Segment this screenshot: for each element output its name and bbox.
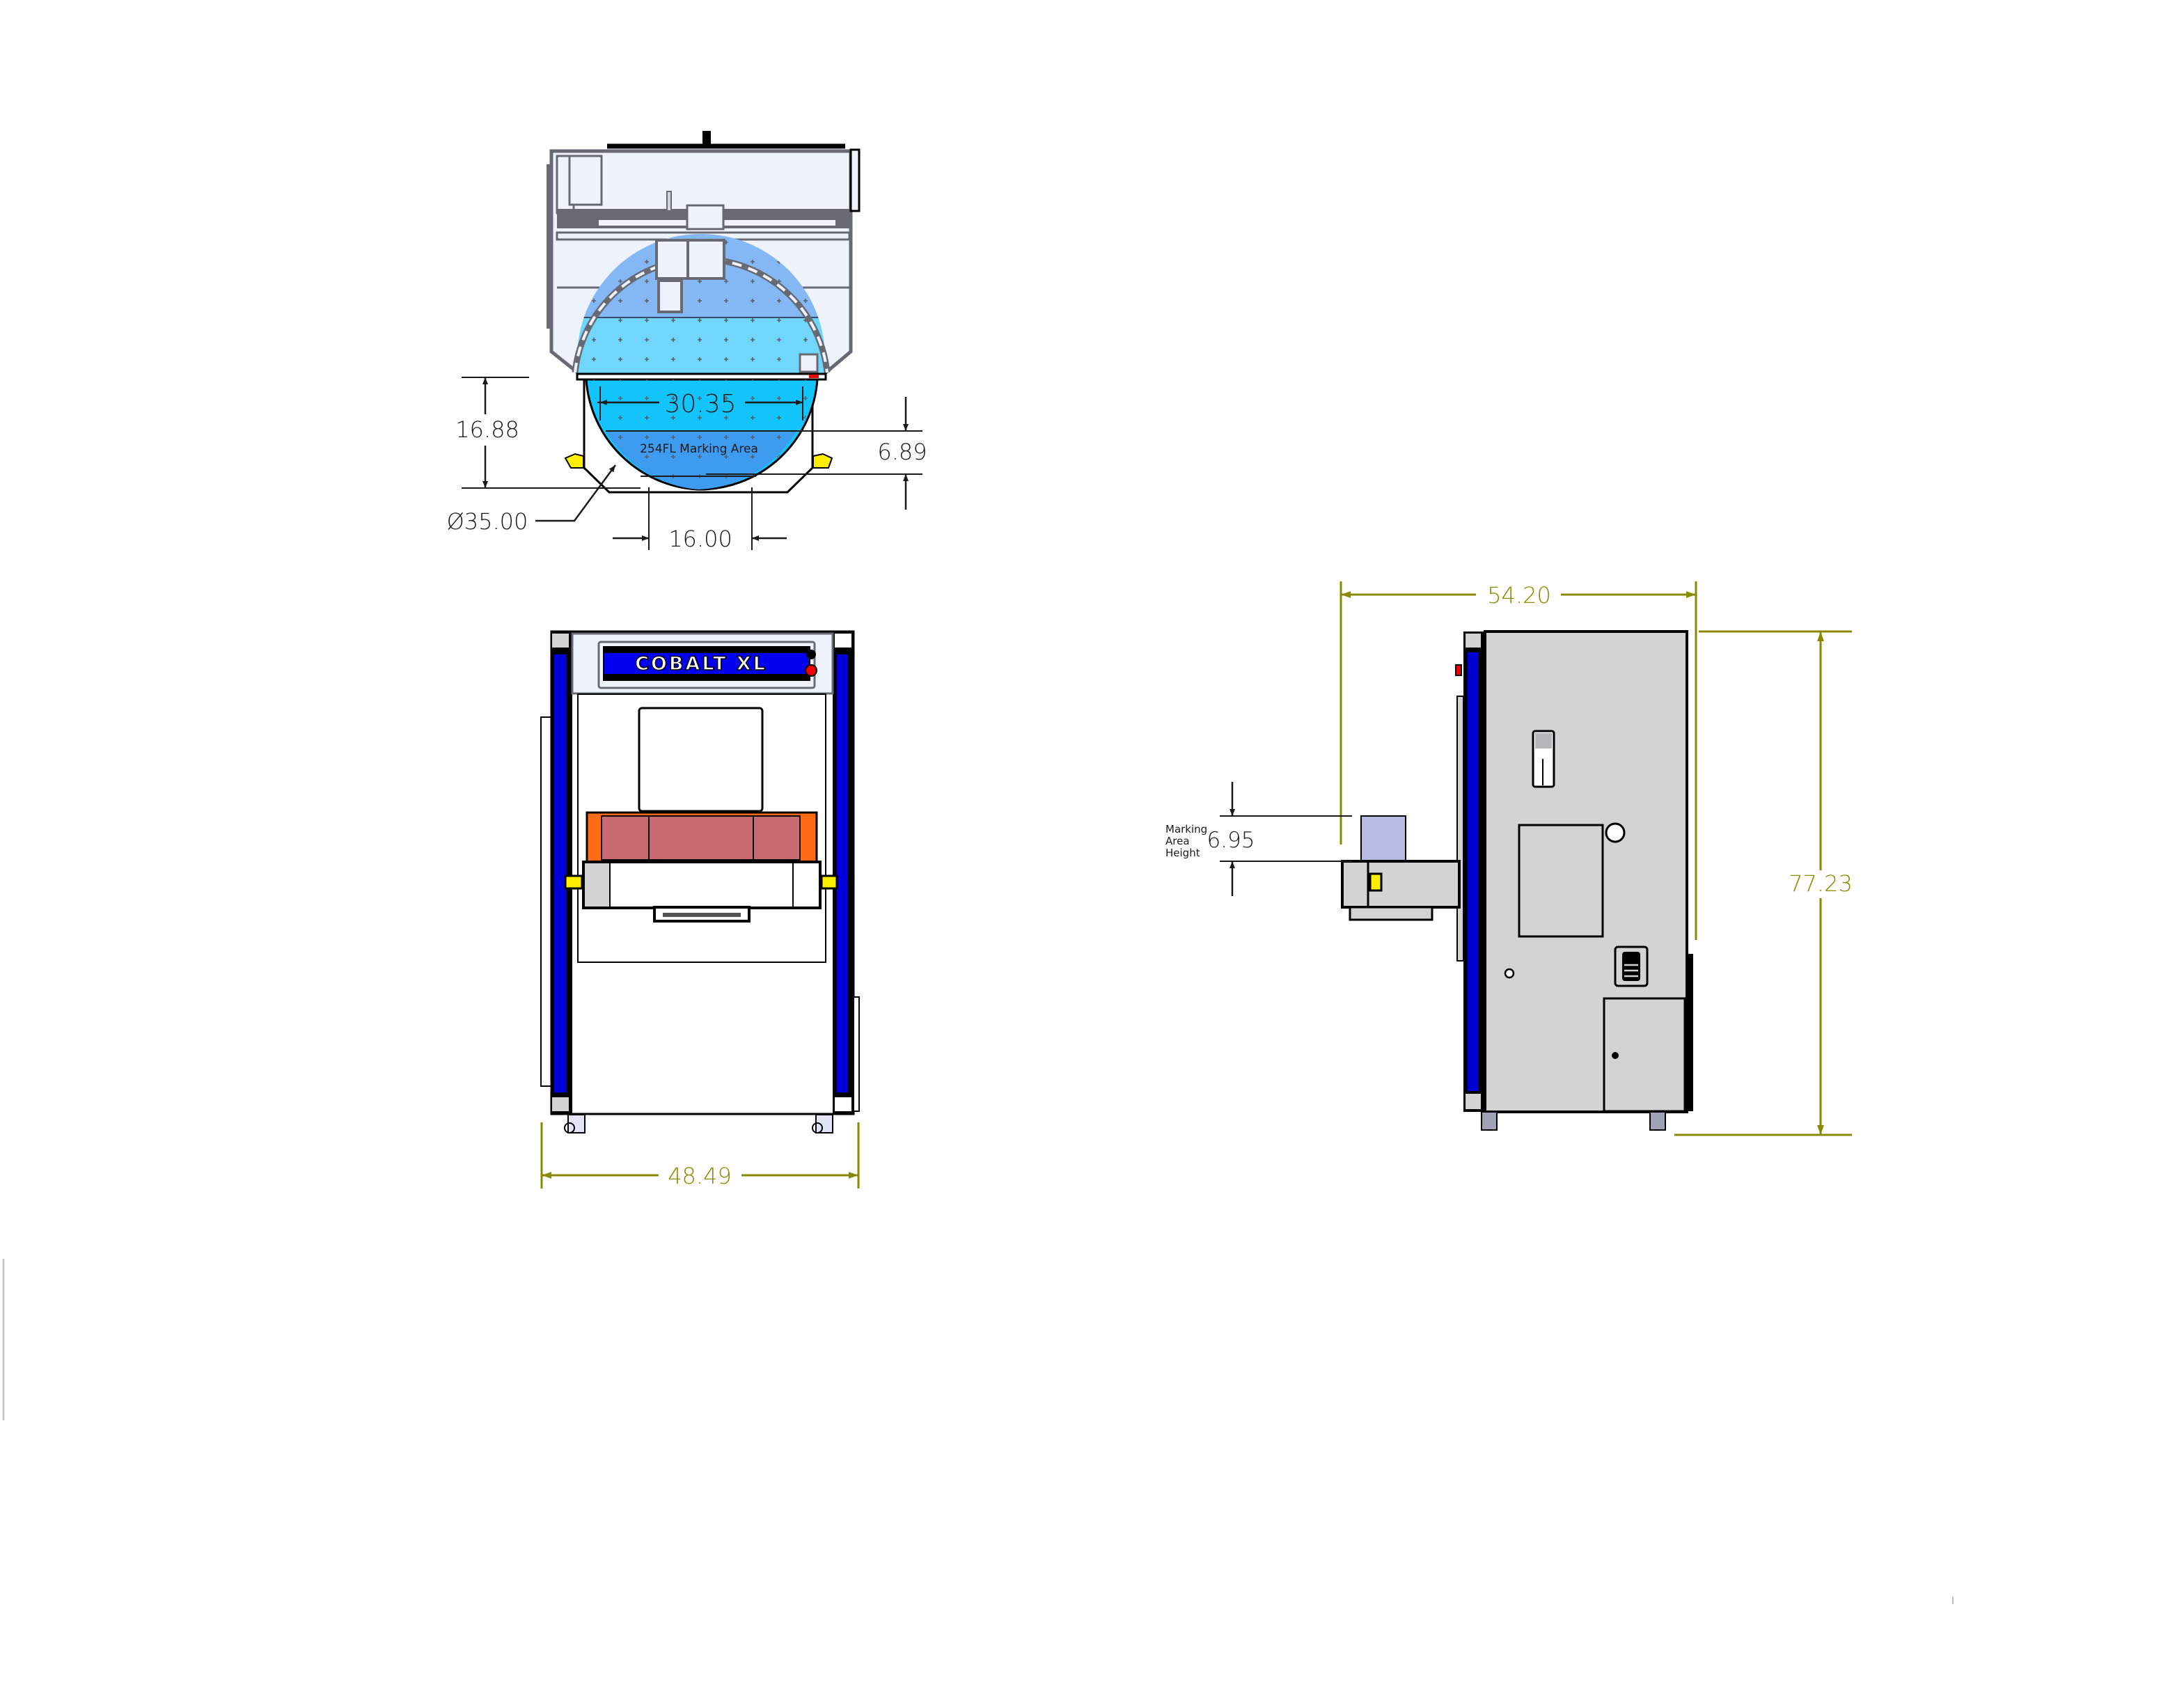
table-slot [663,913,741,917]
dim-marking-area-height: 6.95 [1207,828,1255,853]
corner-sensor [799,353,819,373]
port-small [1504,968,1515,979]
dim-marking-width: 30.35 [664,390,736,418]
emergency-stop-button [805,664,817,677]
post-cap [833,632,853,649]
carriage [686,204,725,230]
diameter-leader [535,464,617,522]
marking-height-label-3: Height [1165,847,1200,859]
side-blue-rail [1468,652,1479,1091]
vent-grille [1622,952,1640,981]
latch-right [820,874,838,890]
compartment [568,155,603,206]
pin [666,191,672,212]
nameplate-text: COBALT XL [635,653,767,675]
laser-head-plate [686,239,725,280]
indicator [809,375,819,378]
work-table [582,861,822,909]
handle-top [1535,733,1552,748]
dim-flat-width: 16.00 [668,526,732,552]
side-view: 54.20 77.23 6.95 Marking Area Height [1165,581,1853,1136]
rear-panel [1687,954,1693,1111]
nameplate [604,653,809,674]
power-button [806,650,816,659]
arm-base [1349,906,1433,921]
dim-overall-depth: 54.20 [1487,582,1551,609]
dim-overall-height: 77.23 [1789,870,1853,897]
port-circle [1605,822,1626,843]
marking-height-label-1: Marking [1165,823,1207,835]
side-panel [853,996,860,1112]
side-panel [540,716,552,1087]
laser-head [655,239,691,280]
handle-right [812,453,833,469]
door-lock [1612,1052,1619,1059]
dim-diameter: Ø35.00 [447,508,528,535]
post-cap [833,1096,853,1113]
dim-offset: 6.89 [877,439,927,465]
latch-left [564,874,583,890]
marking-volume [1360,815,1406,861]
dim-depth: 16.88 [455,416,519,443]
access-panel [1518,824,1604,938]
post-cap [551,1096,570,1113]
table-end [585,863,610,907]
grid-holes [592,379,815,489]
caster-left [564,1114,586,1133]
lens-housing [657,279,683,313]
arm-latch [1369,872,1383,892]
estop-side [1455,664,1462,676]
top-knob [702,131,711,145]
handle-left [564,453,584,469]
dim-overall-width: 48.49 [668,1163,732,1189]
laser-cover [601,815,801,861]
left-blue-rail [554,654,567,1092]
foot-rear [1649,1111,1666,1131]
viewing-window [638,707,764,813]
front-view: COBALT XL 48.49 [540,630,860,1189]
post-cap [551,632,570,649]
side-rail [547,164,551,329]
marking-area-label: 254FL Marking Area [640,442,758,456]
post-cap [1464,1092,1482,1111]
top-view: 254FL Marking Area 30.35 16.88 6.89 Ø35.… [447,131,927,552]
post-cap [1464,632,1482,649]
right-blue-rail [837,654,848,1092]
door-edge [1456,696,1464,962]
caster-right [812,1114,833,1133]
foot-front [1481,1111,1498,1131]
side-handle [849,148,861,212]
table-arm [1341,860,1461,909]
marking-height-label-2: Area [1165,835,1190,847]
